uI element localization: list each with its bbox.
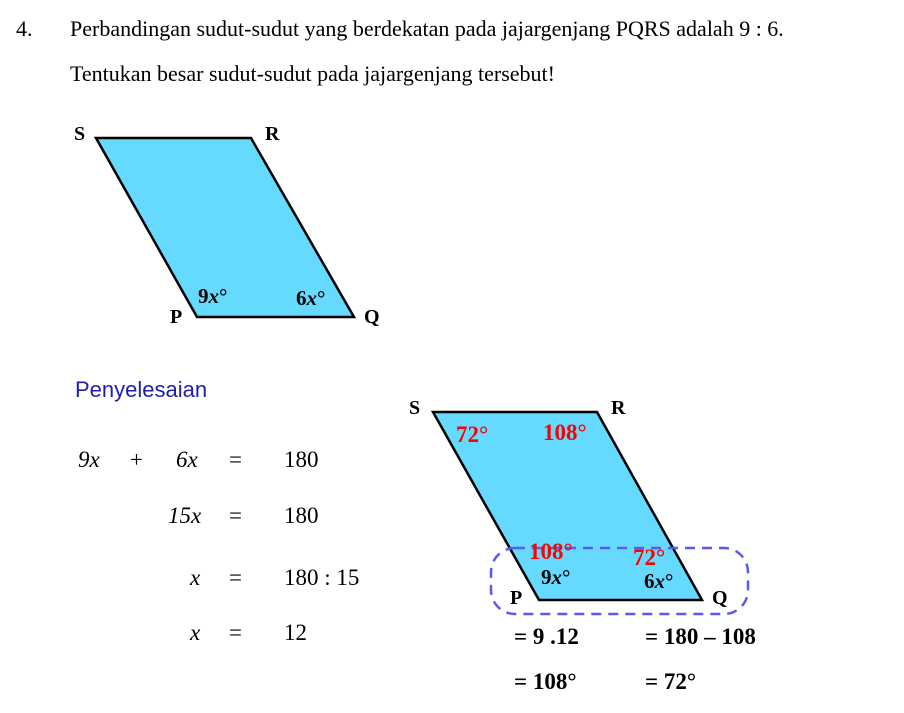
angle-r-value: 108° (543, 420, 587, 445)
angle-p-label: 9x° (198, 284, 228, 308)
question-line-2: Tentukan besar sudut-sudut pada jajargen… (70, 61, 555, 86)
angle-q-label: 6x° (296, 286, 326, 310)
eq-term: 9x (78, 447, 100, 472)
eq-equals: = (229, 565, 242, 590)
calc-p-result: = 108° (514, 669, 577, 694)
question-number: 4. (16, 16, 33, 41)
eq-equals: = (229, 447, 242, 472)
angle-p-value: 108° (529, 539, 573, 564)
vertex-r-label: R (265, 123, 280, 145)
eq-operator: + (130, 447, 143, 472)
eq-term: 15x (168, 503, 202, 528)
calc-q-step: = 180 – 108 (645, 624, 756, 649)
vertex-p-label: P (170, 306, 183, 328)
eq-term: x (190, 565, 201, 590)
eq-equals: = (229, 503, 242, 528)
vertex-q-label: Q (712, 587, 728, 609)
parallelogram-pqrs-solution (430, 410, 705, 602)
angle-s-value: 72° (456, 422, 489, 447)
calc-q-result: = 72° (645, 669, 697, 694)
eq-rhs: 180 (284, 503, 319, 528)
angle-q-value: 72° (633, 545, 666, 570)
parallelogram-pqrs-question (93, 136, 357, 319)
eq-rhs: 12 (284, 620, 307, 645)
calc-p-step: = 9 .12 (514, 624, 579, 649)
vertex-r-label: R (611, 397, 626, 419)
vertex-p-label: P (510, 587, 523, 609)
highlight-dashed-box (489, 546, 750, 616)
solution-heading: Penyelesaian (75, 377, 208, 402)
eq-term: 6x (176, 447, 198, 472)
eq-equals: = (229, 620, 242, 645)
vertex-s-label: S (74, 123, 86, 145)
eq-term: x (190, 620, 201, 645)
vertex-q-label: Q (364, 306, 380, 328)
angle-q-label: 6x° (644, 569, 674, 593)
question-line-1: Perbandingan sudut-sudut yang berdekatan… (70, 16, 784, 41)
eq-rhs: 180 (284, 447, 319, 472)
angle-p-label: 9x° (541, 565, 571, 589)
eq-rhs: 180 : 15 (284, 565, 360, 590)
vertex-s-label: S (409, 397, 421, 419)
